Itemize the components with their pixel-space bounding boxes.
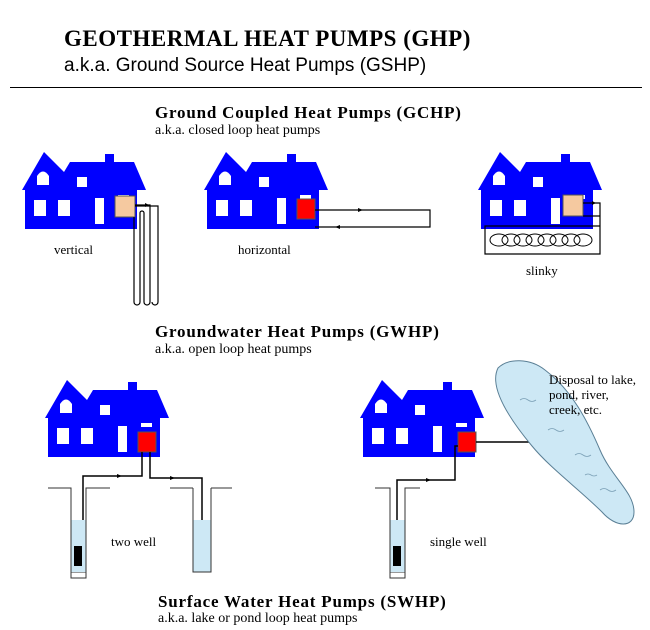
heat-pump-icon <box>562 194 584 217</box>
well-pump-icon <box>74 546 82 566</box>
page-subtitle: a.k.a. Ground Source Heat Pumps (GSHP) <box>64 55 427 76</box>
page-title: GEOTHERMAL HEAT PUMPS (GHP) <box>64 26 471 51</box>
well-pump-icon <box>393 546 401 566</box>
house-icon <box>478 152 602 229</box>
horizontal-loop-pipe <box>315 209 431 228</box>
label-single-well: single well <box>430 534 487 549</box>
label-vertical: vertical <box>54 242 93 257</box>
label-disposal-line2: pond, river, <box>549 387 609 402</box>
label-disposal-line3: creek, etc. <box>549 402 603 417</box>
gchp-subtitle: a.k.a. closed loop heat pumps <box>155 123 321 138</box>
gwhp-subtitle: a.k.a. open loop heat pumps <box>155 342 312 357</box>
return-well-water <box>193 520 211 572</box>
slinky-coils <box>489 233 593 247</box>
swhp-title: Surface Water Heat Pumps (SWHP) <box>158 592 447 611</box>
label-slinky: slinky <box>526 263 558 278</box>
swhp-subtitle: a.k.a. lake or pond loop heat pumps <box>158 611 358 626</box>
gwhp-title: Groundwater Heat Pumps (GWHP) <box>155 322 440 341</box>
heat-pump-icon <box>137 431 157 453</box>
heat-pump-icon <box>296 198 316 220</box>
title-divider <box>10 87 642 88</box>
label-horizontal: horizontal <box>238 242 291 257</box>
label-disposal-line1: Disposal to lake, <box>549 372 637 387</box>
label-two-well: two well <box>111 534 157 549</box>
vertical-loop-pipe <box>133 204 151 306</box>
slinky-loop-pipe <box>484 202 601 255</box>
gchp-title: Ground Coupled Heat Pumps (GCHP) <box>155 103 462 122</box>
heat-pump-icon <box>114 195 136 218</box>
heat-pump-icon <box>457 431 477 453</box>
